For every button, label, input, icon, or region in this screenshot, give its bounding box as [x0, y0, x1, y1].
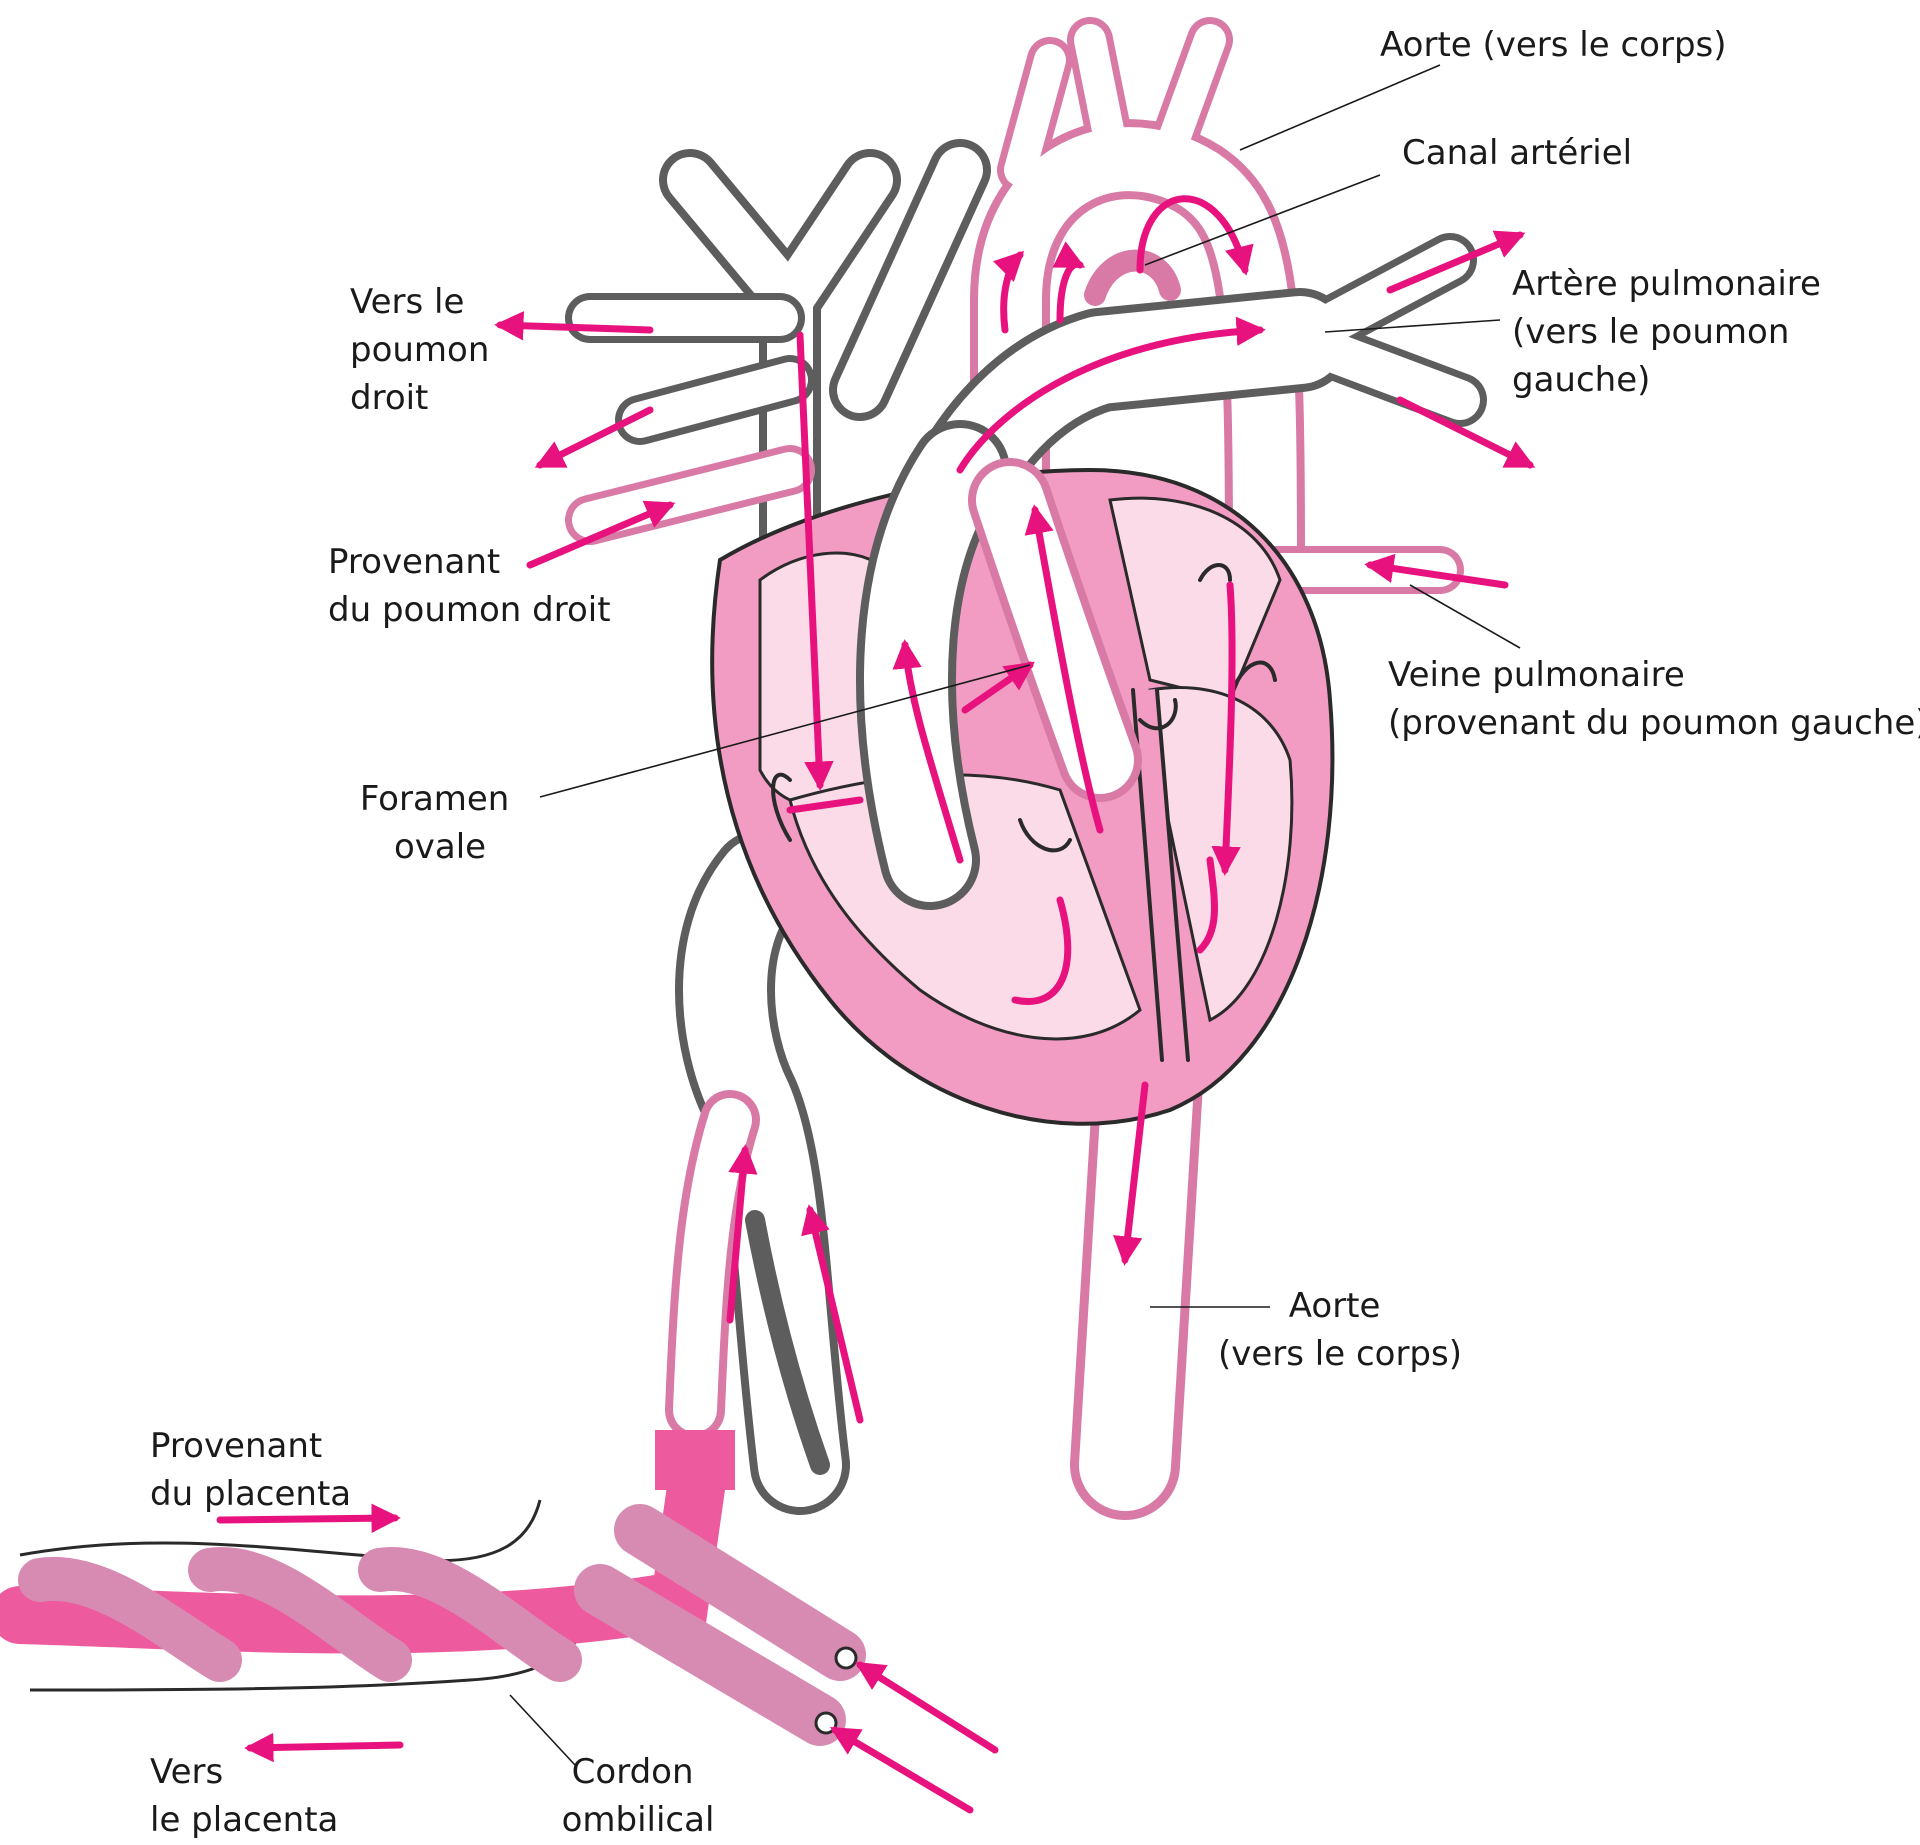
- label-aorta-bottom: Aorte (vers le corps): [1218, 1286, 1462, 1374]
- umbilical-artery-opening-1: [834, 1646, 858, 1670]
- labels: Aorte (vers le corps) Canal artériel Art…: [150, 25, 1920, 1840]
- label-aorta-top: Aorte (vers le corps): [1380, 25, 1727, 65]
- label-umbilical-cord: Cordon ombilical: [562, 1752, 715, 1840]
- left-atrium: [1108, 496, 1282, 702]
- inferior-vena-cava: [665, 830, 850, 1515]
- label-to-placenta: Vers le placenta: [150, 1752, 338, 1840]
- ascending-vessels-over-heart: [856, 420, 1142, 910]
- label-pulmonary-vein: Veine pulmonaire (provenant du poumon ga…: [1388, 655, 1920, 743]
- umbilical-arteries: [574, 1504, 866, 1746]
- umbilical-cord: [0, 1430, 866, 1746]
- label-pulmonary-artery: Artère pulmonaire (vers le poumon gauche…: [1512, 264, 1832, 400]
- label-ductus-arteriosus: Canal artériel: [1402, 133, 1632, 173]
- label-from-placenta: Provenant du placenta: [150, 1426, 351, 1514]
- right-pulmonary-vessels: [565, 293, 815, 545]
- label-foramen-ovale: Foramen ovale: [360, 779, 520, 867]
- label-to-right-lung: Vers le poumon droit: [350, 282, 500, 418]
- label-from-right-lung: Provenant du poumon droit: [328, 542, 611, 630]
- leader-lines: [509, 64, 1521, 1766]
- umbilical-artery-coils: [18, 1547, 582, 1682]
- flow-arrows: [216, 195, 1536, 1814]
